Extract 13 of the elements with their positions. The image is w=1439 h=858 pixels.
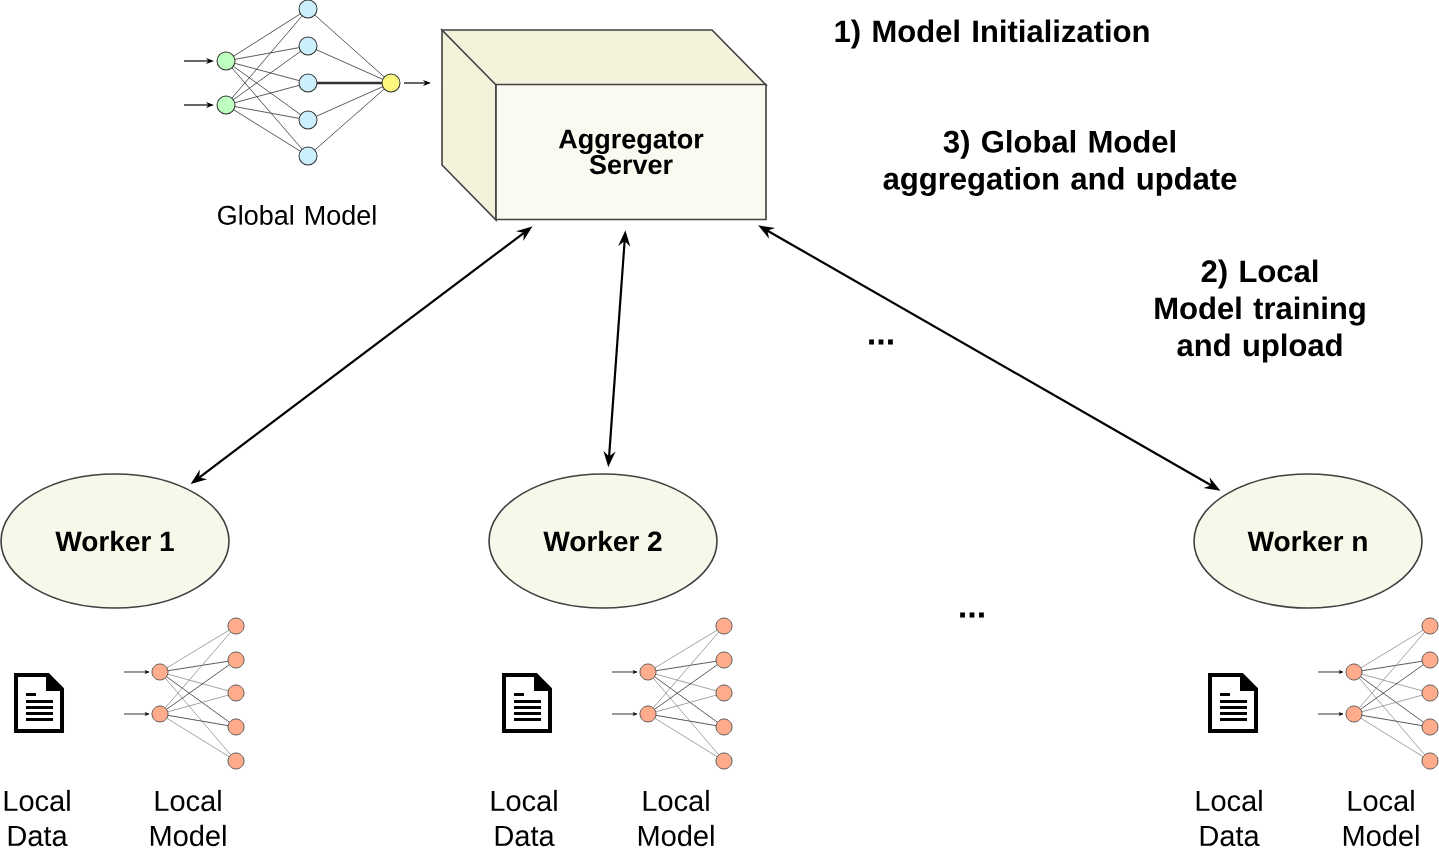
caption-label: Local Model: [1343, 789, 1419, 847]
step-label: 2) Local Model training and upload: [1155, 259, 1365, 363]
step-label: 3) Global Model aggregation and update: [883, 129, 1237, 196]
caption-label: Local Data: [4, 789, 70, 847]
caption-label: Local Model: [638, 789, 714, 847]
ellipsis: ...: [960, 612, 984, 618]
caption-label: Local Data: [491, 789, 557, 847]
caption-label: Local Data: [1196, 789, 1262, 847]
server-box: Aggregator Server: [495, 83, 767, 221]
ellipsis: ...: [869, 339, 893, 345]
step-label: 1) Model Initialization: [835, 19, 1149, 49]
caption-label: Local Model: [150, 789, 226, 847]
model-label: Global Model: [218, 205, 376, 225]
